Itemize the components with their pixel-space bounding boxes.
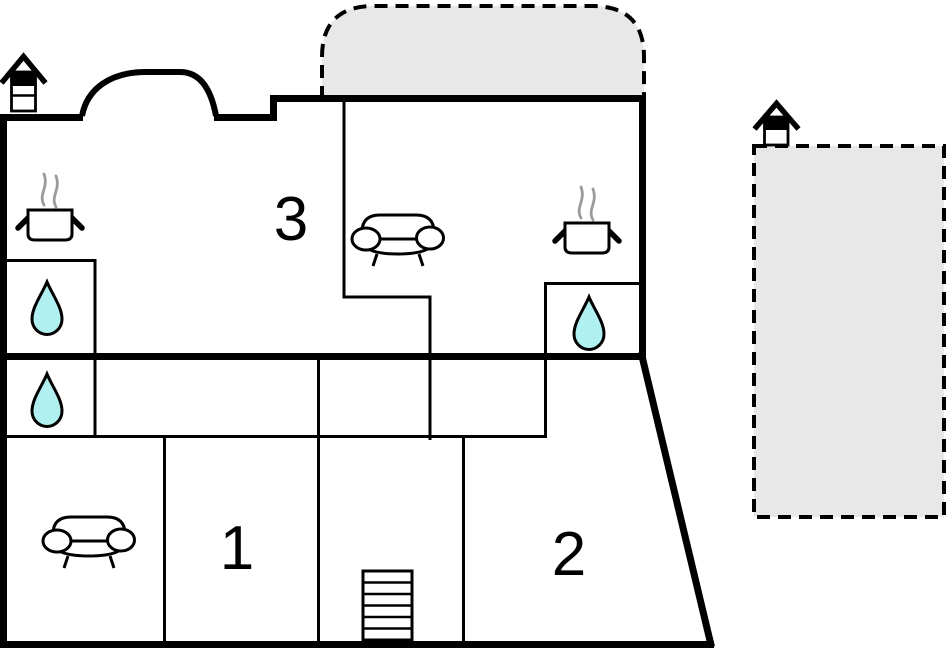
room-label-2: 2 xyxy=(552,520,586,589)
outer-wall xyxy=(0,95,715,648)
water-drop-icon-1 xyxy=(30,280,64,336)
sofa-icon-room3 xyxy=(350,213,445,268)
water-drop-icon-2 xyxy=(30,372,64,428)
interior-walls-thin xyxy=(0,98,642,646)
water-drop-icon-3 xyxy=(572,295,606,351)
arched-wall xyxy=(79,69,219,117)
room-labels: 3 1 2 xyxy=(220,185,586,589)
sofa-icon-bottom xyxy=(41,515,136,570)
chimney-icon-right xyxy=(752,99,801,147)
room-label-1: 1 xyxy=(220,514,254,583)
kitchen-pot-right xyxy=(555,187,619,253)
chimney-icon-left xyxy=(0,52,48,113)
walls xyxy=(0,69,715,648)
terrace-side xyxy=(752,144,946,519)
kitchen-pot-left xyxy=(18,174,82,240)
stairs-icon xyxy=(361,569,414,642)
terrace-top xyxy=(320,4,646,101)
room-label-3: 3 xyxy=(274,185,308,254)
